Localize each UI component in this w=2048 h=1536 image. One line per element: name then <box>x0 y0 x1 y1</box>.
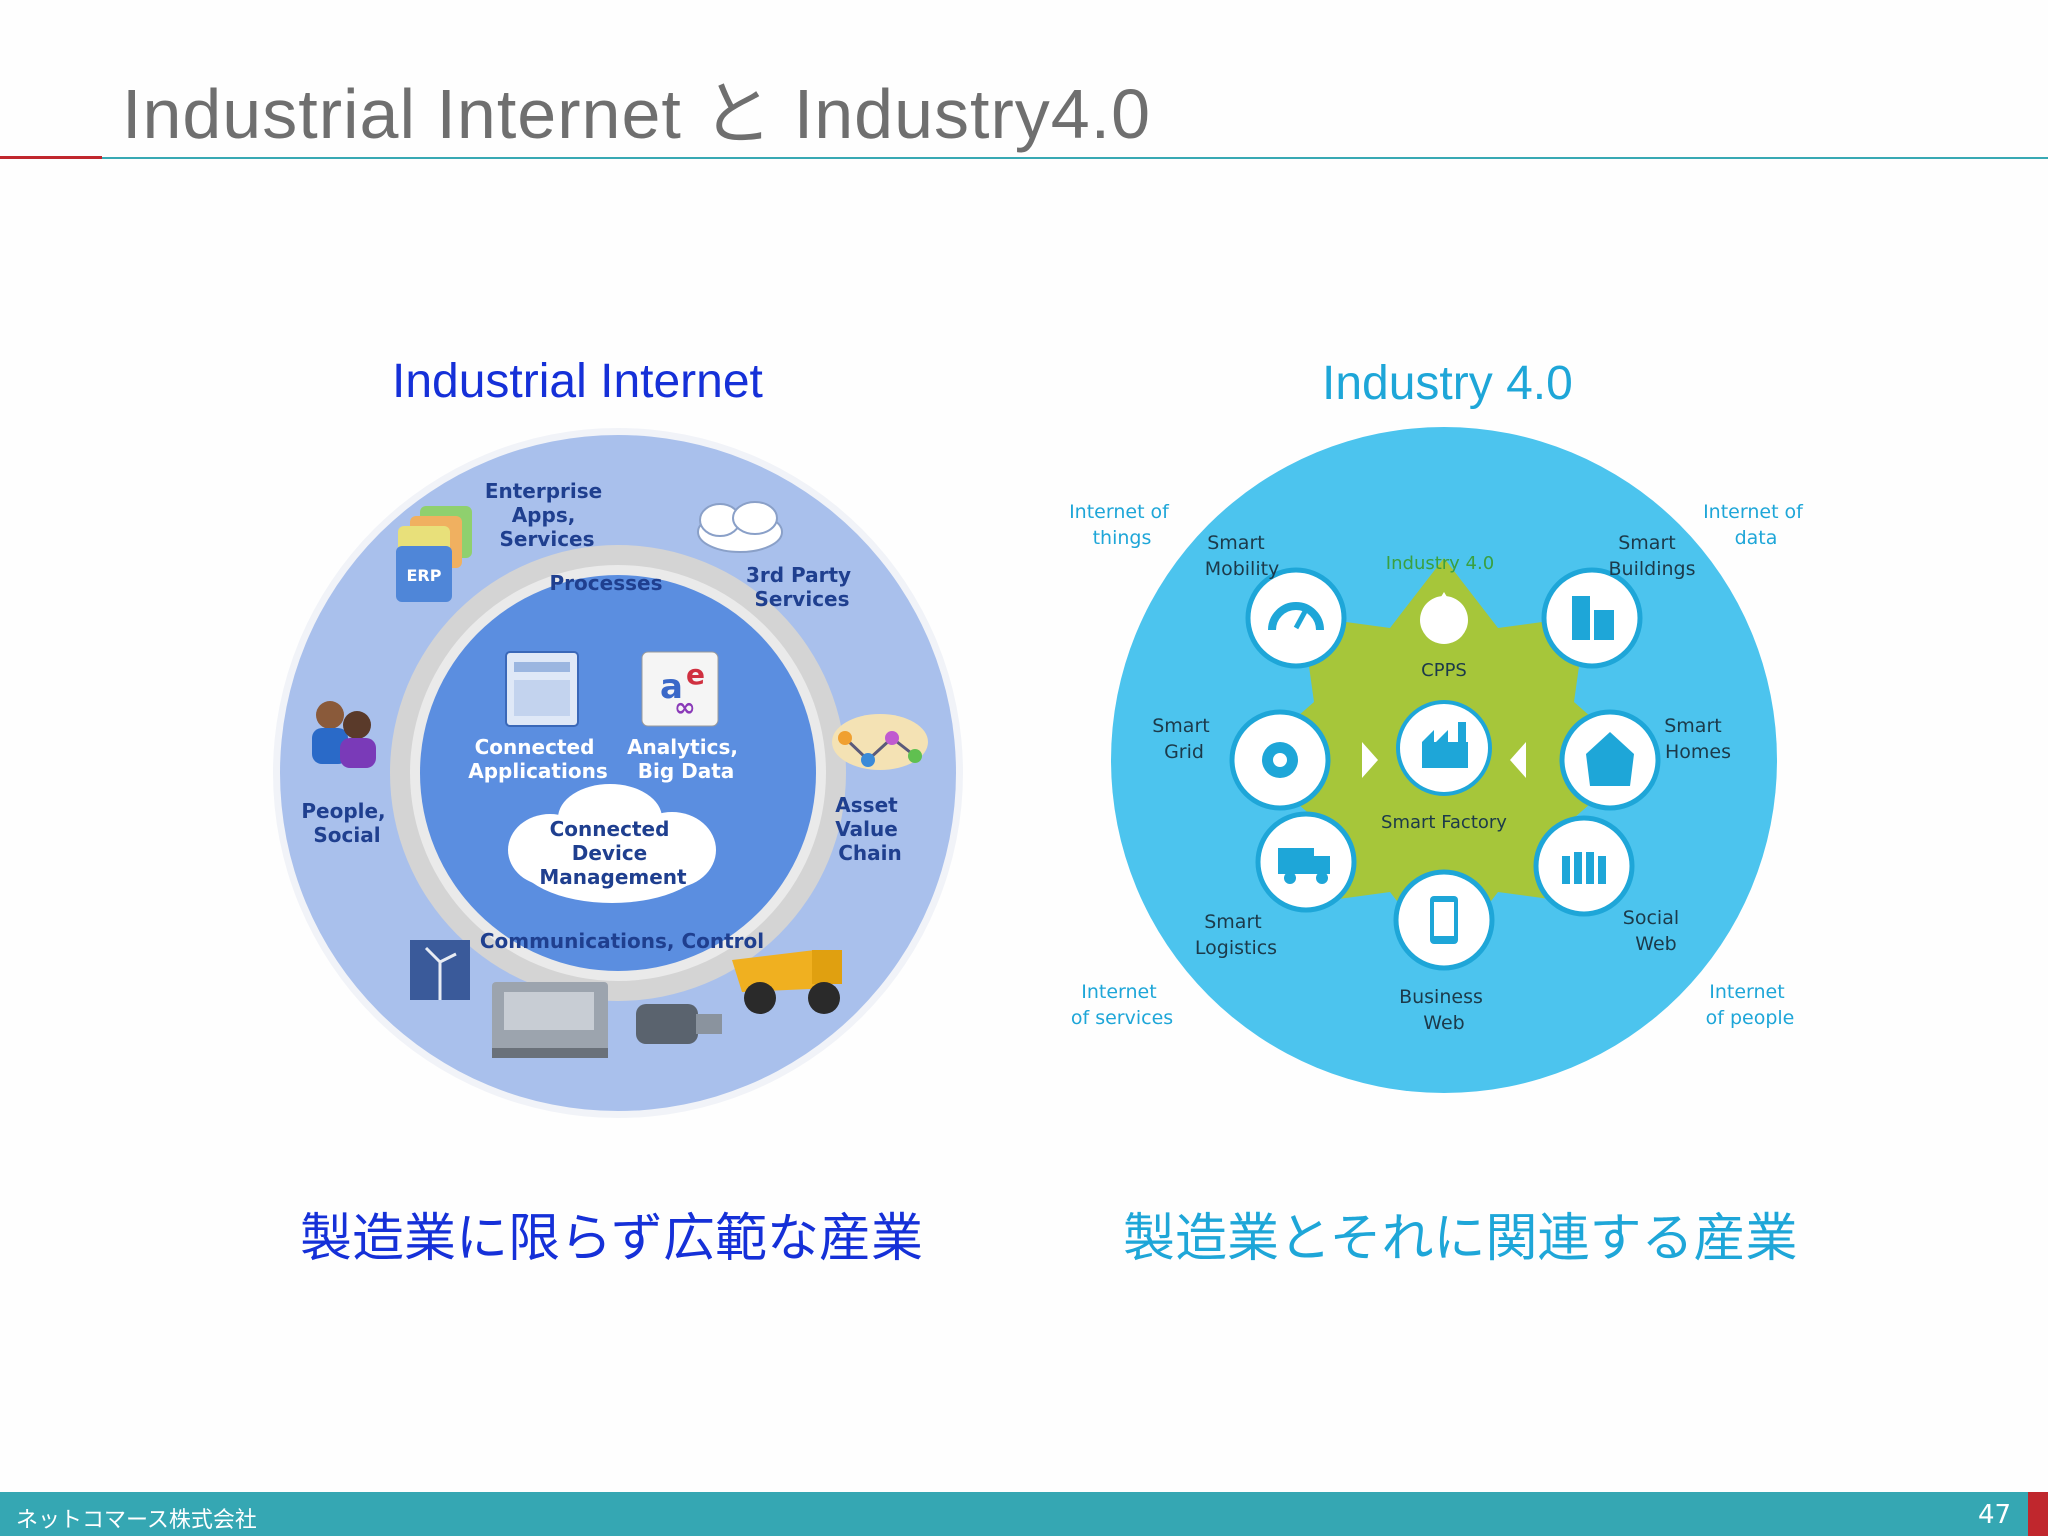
smart-homes-label: Smart Homes <box>1664 715 1731 763</box>
business-web-icon <box>1393 869 1495 971</box>
homes-icon <box>1559 709 1661 811</box>
corner-tl-label: Internet of things <box>1069 501 1175 549</box>
buildings-icon <box>1541 567 1643 669</box>
analytics-icon: a e ∞ <box>641 651 719 727</box>
smart-logistics-label: Smart Logistics <box>1195 911 1277 959</box>
people-icon <box>312 701 376 768</box>
erp-stack-icon: ERP <box>396 506 472 602</box>
wind-turbine-icon <box>410 940 470 1000</box>
cloud-icon <box>697 501 783 553</box>
smart-grid-label: Smart Grid <box>1152 715 1216 763</box>
mobility-icon <box>1245 567 1347 669</box>
title-underline-accent <box>0 156 102 159</box>
industry40-caption: 製造業とそれに関連する産業 <box>1123 1209 1798 1269</box>
core-title-label: Industry 4.0 <box>1386 553 1494 574</box>
connected-apps-label: Connected Applications <box>468 735 607 783</box>
cpps-label: CPPS <box>1421 660 1467 681</box>
svg-text:e: e <box>686 658 705 691</box>
device-mgmt-label: Connected Device Management <box>539 817 687 889</box>
processes-label: Processes <box>550 571 663 595</box>
slide-title: Industrial Internet と Industry4.0 <box>122 75 1152 153</box>
value-chain-icon <box>832 714 928 770</box>
analytics-label: Analytics, Big Data <box>627 735 745 783</box>
social-icon <box>1533 815 1635 917</box>
dump-truck-icon <box>732 950 842 1014</box>
grid-icon <box>1229 709 1331 811</box>
industry40-diagram: Industry 4.0 CPPS Smart Factory Internet… <box>1069 427 1809 1093</box>
svg-text:a: a <box>660 667 683 707</box>
social-web-label: Social Web <box>1623 907 1685 955</box>
smart-mobility-label: Smart Mobility <box>1205 532 1280 580</box>
svg-text:∞: ∞ <box>674 693 696 723</box>
device-cloud-icon <box>508 784 716 903</box>
footer-bar <box>0 1492 2028 1536</box>
company-name: ネットコマース株式会社 <box>16 1508 257 1533</box>
title-underline <box>102 157 2048 159</box>
enterprise-label: Enterprise Apps, Services <box>485 479 609 551</box>
people-label: People, Social <box>301 799 392 847</box>
business-web-label: Business Web <box>1399 986 1489 1034</box>
page-number: 47 <box>1978 1500 2012 1530</box>
asset-label: Asset Value Chain <box>835 793 905 865</box>
smart-factory-label: Smart Factory <box>1381 812 1507 833</box>
industry40-heading: Industry 4.0 <box>1322 357 1573 410</box>
corner-br-label: Internet of people <box>1706 981 1795 1029</box>
connected-apps-icon <box>505 651 579 727</box>
industrial-internet-heading: Industrial Internet <box>392 355 763 408</box>
smart-buildings-label: Smart Buildings <box>1609 532 1696 580</box>
communications-label: Communications, Control <box>480 929 764 953</box>
corner-tr-label: Internet of data <box>1703 501 1809 549</box>
third-party-label: 3rd Party Services <box>746 563 858 611</box>
industry40-core-icon <box>1420 596 1468 644</box>
machine-icon <box>492 982 608 1058</box>
industrial-internet-diagram: ERP a e ∞ <box>273 428 963 1118</box>
industrial-internet-caption: 製造業に限らず広範な産業 <box>300 1209 923 1269</box>
factory-icon <box>1422 722 1468 768</box>
motor-icon <box>636 1004 722 1044</box>
logistics-icon <box>1255 811 1357 913</box>
corner-bl-label: Internet of services <box>1071 981 1173 1029</box>
footer-accent <box>2028 1492 2048 1536</box>
erp-label: ERP <box>407 566 442 585</box>
